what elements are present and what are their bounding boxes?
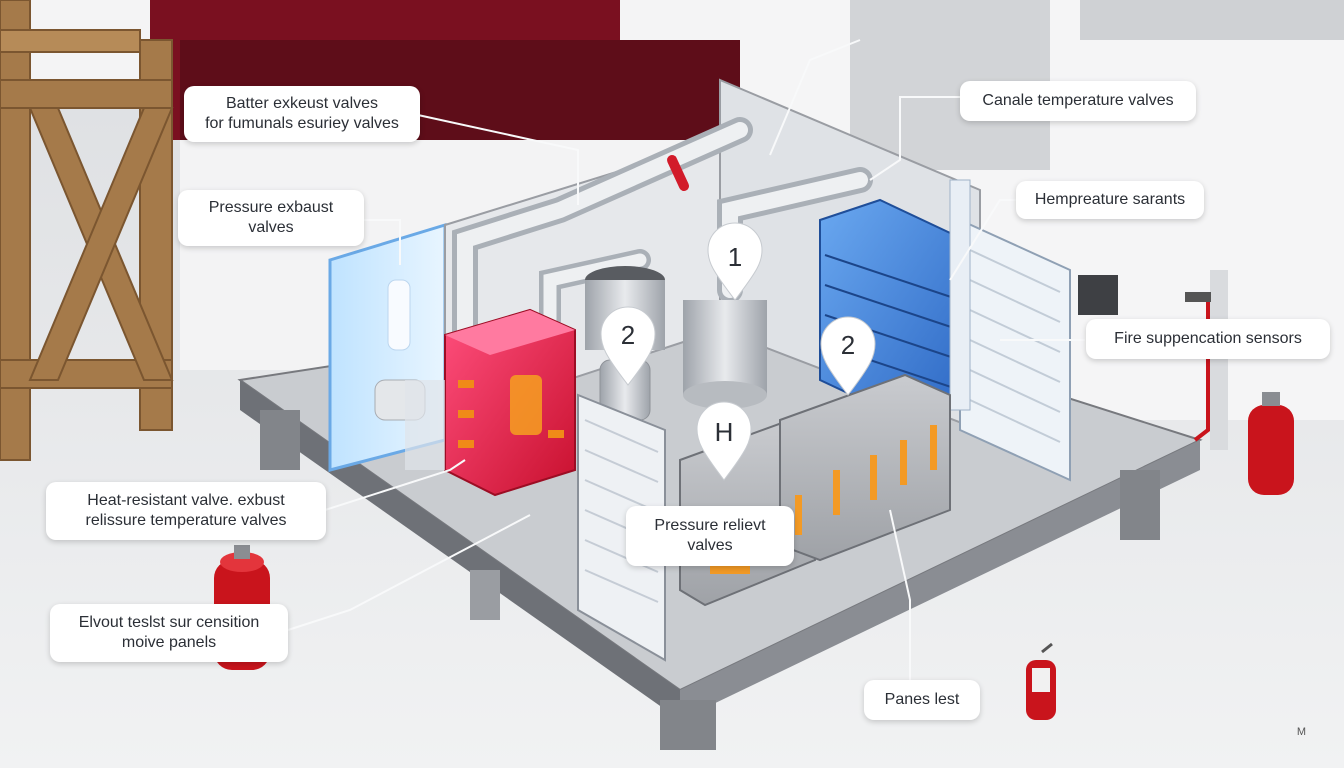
- wooden-frame: [0, 0, 174, 461]
- callout-elvout-panels: Elvout teslst sur censition moive panels: [50, 604, 288, 662]
- extinguisher-right-wall: [1248, 392, 1294, 495]
- callout-batter-exhaust-valves: Batter exkeust valves for fumunals esuri…: [184, 86, 420, 142]
- callout-panes-lest: Panes lest: [864, 680, 980, 720]
- callout-fire-suppencation-sensors: Fire suppencation sensors: [1086, 319, 1330, 359]
- marker-1-label: 1: [728, 242, 742, 272]
- marker-2-right-label: 2: [841, 330, 855, 360]
- heat-exhaust-unit: [405, 308, 576, 497]
- callout-heat-resistant-valve: Heat-resistant valve. exbust relissure t…: [46, 482, 326, 540]
- marker-1: 1: [707, 222, 763, 301]
- callout-canale-temperature-valves: Canale temperature valves: [960, 81, 1196, 121]
- leader-lines: [287, 39, 1085, 680]
- marker-h-label: H: [715, 417, 734, 447]
- callout-pressure-relievt-valves: Pressure relievt valves: [626, 506, 794, 566]
- callout-pressure-exhaust-valves: Pressure exbaust valves: [178, 190, 364, 246]
- marker-2-left: 2: [600, 306, 656, 386]
- extinguisher-small: [1026, 642, 1056, 720]
- marker-2-right: 2: [820, 316, 876, 396]
- corner-mark: M: [1296, 726, 1306, 738]
- marker-h: H: [696, 401, 752, 481]
- marker-2-left-label: 2: [621, 320, 635, 350]
- callout-hempreature-sarants: Hempreature sarants: [1016, 181, 1204, 219]
